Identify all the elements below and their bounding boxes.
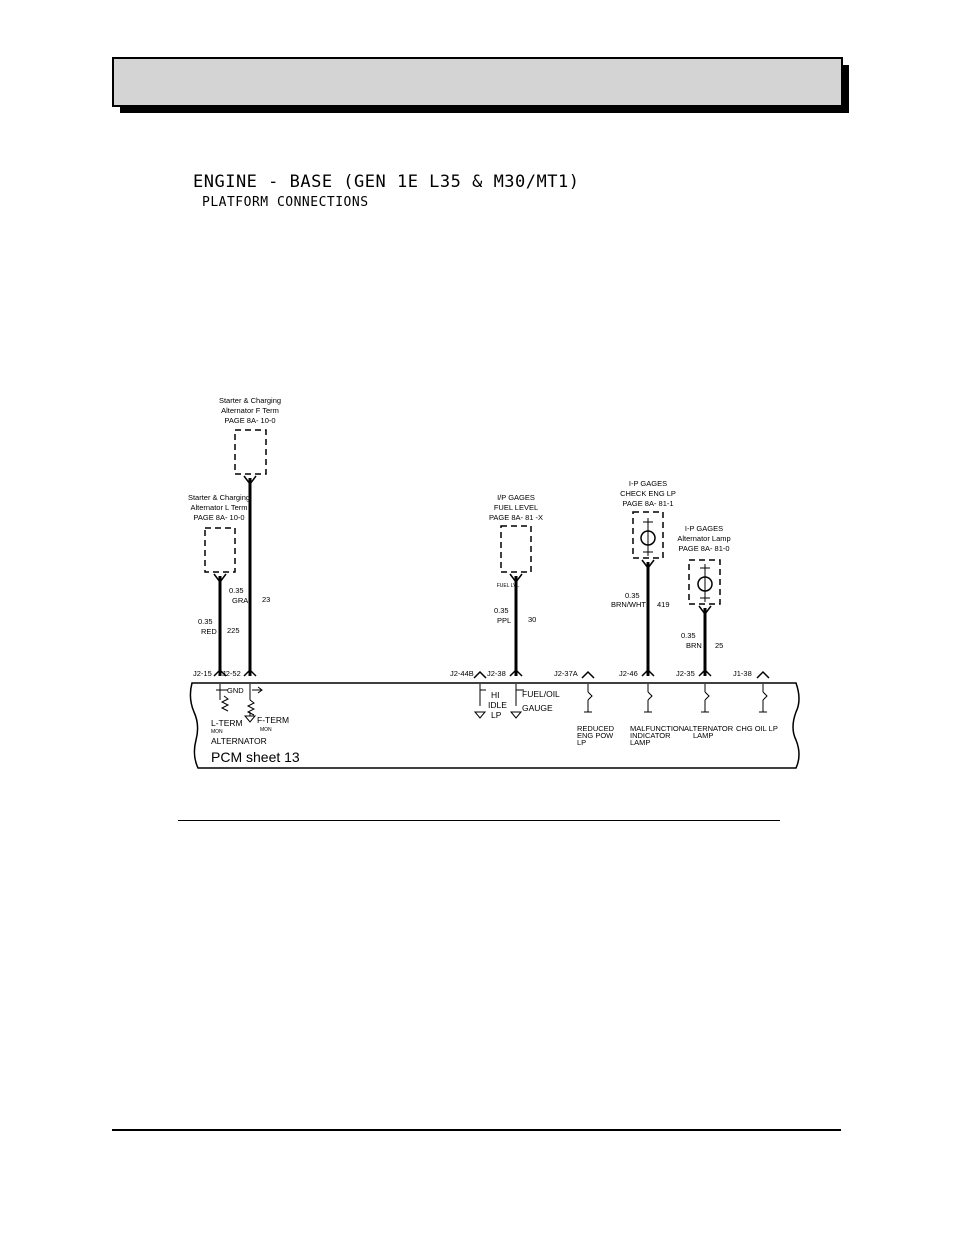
pcm-alt-lamp-1: ALTERNATOR: [684, 724, 734, 733]
pcm-chg-oil: CHG OIL LP: [736, 724, 778, 733]
alt-lamp-label-2: Alternator Lamp: [677, 534, 730, 543]
pcm-l-term: L-TERM: [211, 718, 243, 728]
fuel-level-box: [500, 525, 532, 573]
alt-l-term-label-1: Starter & Charging: [188, 493, 250, 502]
connector-j2-52: J2-52: [222, 669, 241, 678]
page-subtitle: PLATFORM CONNECTIONS: [202, 195, 369, 210]
alt-l-term-box: [204, 527, 236, 573]
alt-l-term-label-2: Alternator L Term: [190, 503, 247, 512]
pcm-lp: LP: [491, 710, 502, 720]
check-eng-box: [632, 511, 664, 559]
pcm-malf-3: LAMP: [630, 738, 650, 747]
fuel-level-label-2: FUEL LEVEL: [494, 503, 538, 512]
wire-gra-gauge: 0.35: [229, 586, 244, 595]
wire-brn-gauge: 0.35: [681, 631, 696, 640]
alt-lamp-label-3: PAGE 8A- 81-0: [678, 544, 729, 553]
connector-j2-37a: J2-37A: [554, 669, 578, 678]
alt-lamp-label-1: I-P GAGES: [685, 524, 723, 533]
wire-brnwht-circuit: 419: [657, 600, 670, 609]
connector-j2-35: J2-35: [676, 669, 695, 678]
pcm-reduced-1: REDUCED: [577, 724, 615, 733]
pcm-fuel-oil: FUEL/OIL: [522, 689, 560, 699]
pcm-f-term: F-TERM: [257, 715, 289, 725]
connector-j2-44b: J2-44B: [450, 669, 474, 678]
pcm-malf-2: INDICATOR: [630, 731, 671, 740]
page-title: ENGINE - BASE (GEN 1E L35 & M30/MT1): [193, 172, 580, 192]
wire-gra-circuit: 23: [262, 595, 270, 604]
alt-f-term-label-2: Alternator F Term: [221, 406, 279, 415]
check-eng-label-1: I-P GAGES: [629, 479, 667, 488]
wire-red-color: RED: [201, 627, 217, 636]
section-divider: [178, 820, 780, 821]
pcm-sheet: PCM sheet 13: [211, 749, 300, 765]
alt-l-term-label-3: PAGE 8A- 10-0: [193, 513, 244, 522]
wire-ppl-circuit: 30: [528, 615, 536, 624]
wire-ppl-gauge: 0.35: [494, 606, 509, 615]
fuel-level-label-3: PAGE 8A- 81 -X: [489, 513, 543, 522]
alt-f-term-label-3: PAGE 8A- 10-0: [224, 416, 275, 425]
connector-j2-15: J2-15: [193, 669, 212, 678]
wire-brn-color: BRN: [686, 641, 702, 650]
pcm-malf-1: MALFUNCTION: [630, 724, 684, 733]
wire-ppl-color: PPL: [497, 616, 511, 625]
wire-red-circuit: 225: [227, 626, 240, 635]
fuel-level-pin: FUEL LVL: [497, 583, 520, 589]
pcm-gnd: GND: [227, 686, 244, 695]
fuel-level-label-1: I/P GAGES: [497, 493, 535, 502]
wire-brnwht-gauge: 0.35: [625, 591, 640, 600]
pcm-block-outline: [189, 682, 800, 769]
connector-j2-46: J2-46: [619, 669, 638, 678]
pcm-gauge: GAUGE: [522, 703, 553, 713]
wire-gra-color: GRA: [232, 596, 248, 605]
alt-f-term-label-1: Starter & Charging: [219, 396, 281, 405]
pcm-reduced-2: ENG POW: [577, 731, 614, 740]
pcm-f-mon: MON: [260, 727, 272, 733]
pcm-alt-lamp-2: LAMP: [693, 731, 713, 740]
alt-f-term-box: [234, 429, 267, 475]
pcm-l-mon: MON: [211, 729, 223, 735]
pcm-idle: IDLE: [488, 700, 507, 710]
wire-brn-circuit: 25: [715, 641, 723, 650]
pcm-reduced-3: LP: [577, 738, 586, 747]
header-box: [112, 57, 843, 107]
alt-lamp-box: [688, 559, 721, 605]
connector-j2-38: J2-38: [487, 669, 506, 678]
connector-j1-38: J1-38: [733, 669, 752, 678]
footer-rule: [112, 1129, 841, 1131]
pcm-alternator: ALTERNATOR: [211, 736, 267, 746]
pcm-hi: HI: [491, 690, 500, 700]
check-eng-label-2: CHECK ENG LP: [620, 489, 676, 498]
check-eng-label-3: PAGE 8A- 81-1: [622, 499, 673, 508]
wire-brnwht-color: BRN/WHT: [611, 600, 646, 609]
wire-red-gauge: 0.35: [198, 617, 213, 626]
